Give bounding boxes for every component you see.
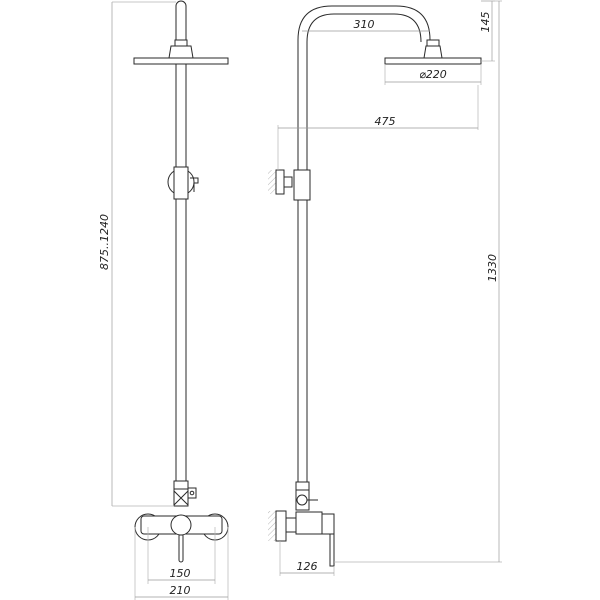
wall-hatch-lower xyxy=(268,511,276,541)
wall-flange-upper xyxy=(275,169,285,195)
wall-flange-lower xyxy=(275,510,287,542)
side-diverter-knob xyxy=(296,494,308,506)
label-arm-reach: 310 xyxy=(354,18,375,31)
label-head-diameter: ⌀220 xyxy=(419,68,447,81)
label-mixer-depth: 126 xyxy=(297,560,318,573)
diverter-nut xyxy=(173,480,189,490)
dimension-lines xyxy=(111,0,502,600)
side-diverter-nut xyxy=(295,481,310,491)
front-view xyxy=(133,0,229,563)
label-inlet-spacing: 150 xyxy=(170,567,191,580)
column-upper xyxy=(175,63,187,169)
label-total-height: 1330 xyxy=(486,254,499,282)
mixer-cap-side xyxy=(321,513,335,535)
bracket-sleeve xyxy=(293,169,311,201)
label-column-height: 875..1240 xyxy=(98,214,111,270)
wall-hatch-upper xyxy=(268,170,276,194)
mixer-inlet xyxy=(285,517,297,533)
arm-outer xyxy=(297,5,431,170)
side-head-connector xyxy=(423,45,443,59)
top-pipe-stub xyxy=(175,0,187,47)
label-head-height: 145 xyxy=(479,12,492,33)
shower-head-front xyxy=(133,57,229,65)
head-nut xyxy=(174,39,188,47)
side-column xyxy=(297,199,308,483)
label-wall-to-head: 475 xyxy=(375,115,396,128)
slider-sleeve xyxy=(173,166,189,200)
diverter-dot xyxy=(189,490,195,496)
dimension-labels: 310 145 ⌀220 475 875..1240 1330 150 210 … xyxy=(98,12,499,598)
bracket-stem xyxy=(283,176,293,188)
side-head-nut xyxy=(426,39,440,47)
column-lower xyxy=(175,198,187,482)
label-mixer-width: 210 xyxy=(170,584,191,597)
mixer-handle-side xyxy=(329,533,335,567)
diverter-cross xyxy=(173,490,189,506)
mixer-cartridge-cap xyxy=(170,514,192,536)
side-view xyxy=(268,5,482,567)
slider-lever xyxy=(190,177,199,192)
head-connector xyxy=(168,45,194,59)
mixer-body-side xyxy=(295,511,323,535)
arm-inner xyxy=(306,13,422,170)
mixer-handle-front xyxy=(178,534,184,563)
shower-head-side xyxy=(384,57,482,65)
diverter-knob xyxy=(187,487,197,499)
